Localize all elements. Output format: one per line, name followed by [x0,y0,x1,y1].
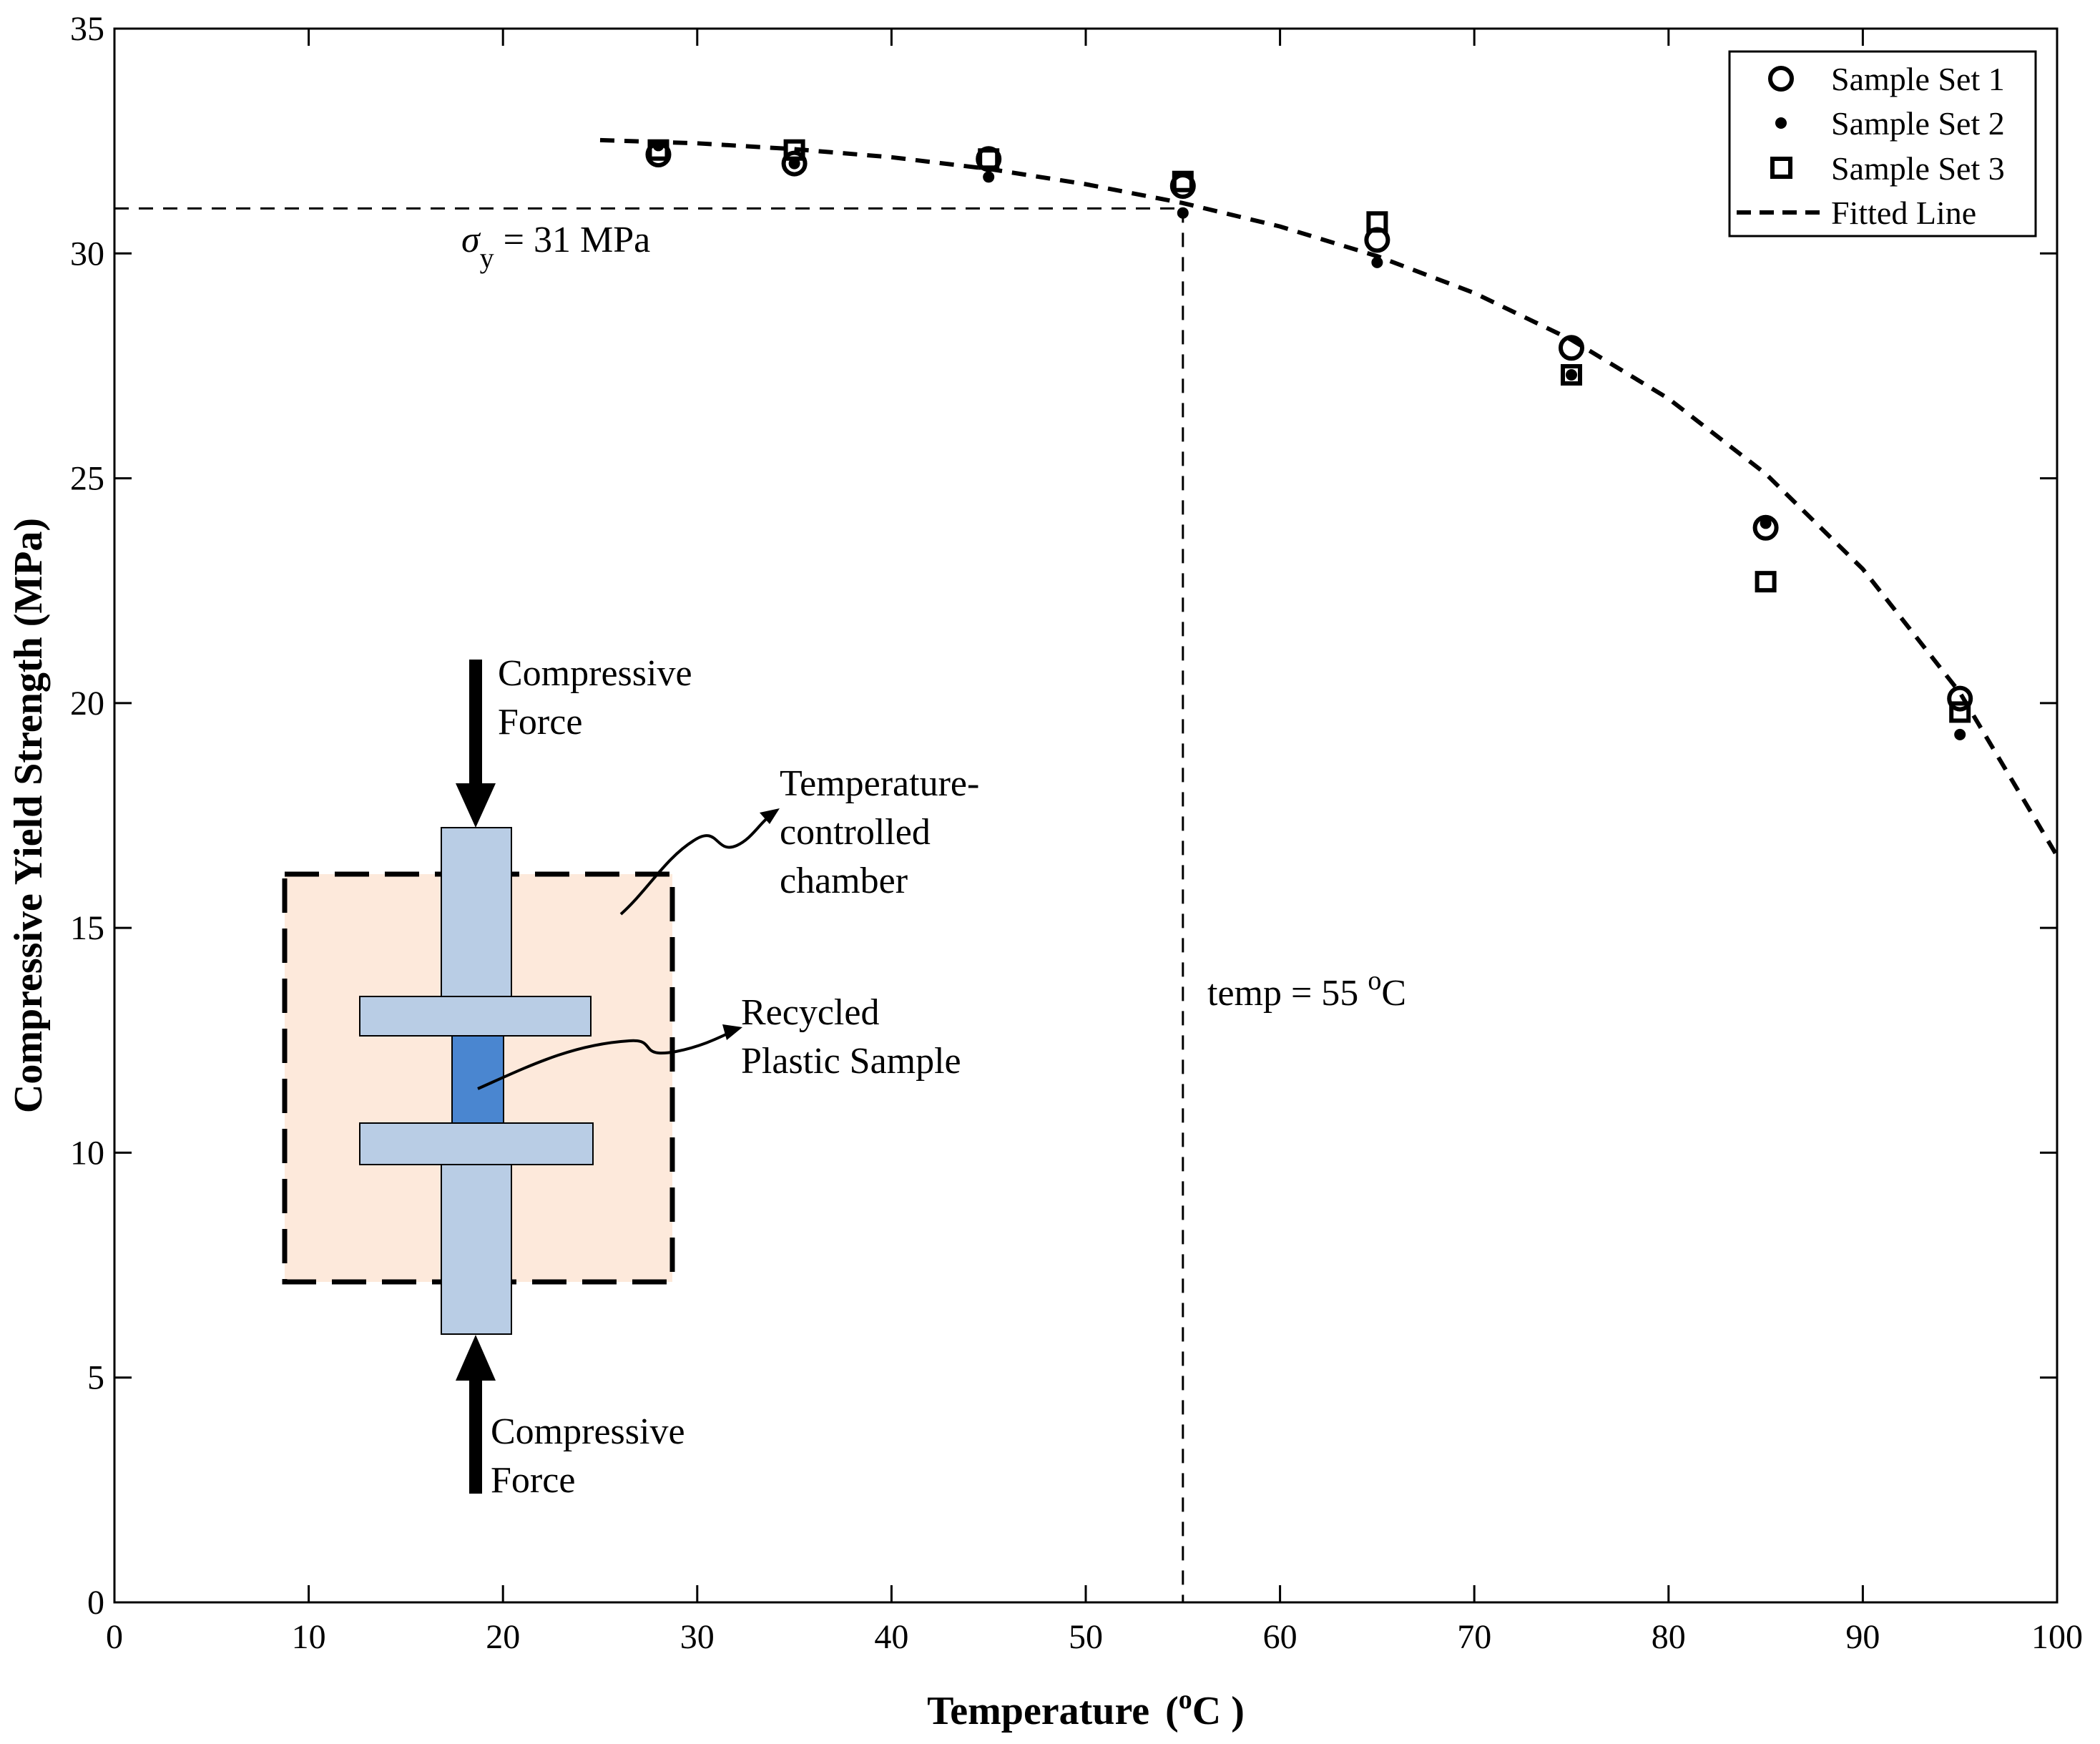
legend-marker-set1 [1768,66,1794,92]
set3-point [978,148,1000,170]
temp-text: temp = 55 [1207,973,1368,1014]
set3-point [647,139,669,161]
set3-point [1755,571,1777,593]
set2-point [1954,728,1966,740]
chamber-leader-line [619,813,774,916]
bottom-force-label-line1: Compressive [491,1411,685,1452]
x-axis-ticks: 0 10 20 30 40 50 60 70 80 90 100 [106,29,2083,1656]
top-force-label-line1: Compressive [498,653,692,694]
sample-label-line1: Recycled [741,992,879,1033]
test-setup-diagram: Compressive Force Compressive Force Temp… [282,653,979,1501]
top-force-arrowhead [456,783,496,828]
set1-point [781,150,808,177]
set3-point [1172,170,1194,192]
yield-symbol: σ [461,220,481,260]
y-tick-label: 20 [70,685,104,722]
x-tick-label: 90 [1845,1618,1880,1656]
x-axis-title-paren-open: ( [1165,1689,1179,1733]
set2-point [1566,369,1577,381]
legend-marker-set3 [1770,157,1792,179]
legend: Sample Set 1 Sample Set 2 Sample Set 3 F… [1728,50,2037,237]
x-tick-label: 50 [1069,1618,1103,1656]
x-tick-label: 0 [106,1618,123,1656]
lower-platen-stem [441,1164,512,1335]
lower-platen-plate [359,1122,594,1165]
legend-marker-set2 [1775,117,1787,129]
x-axis-title-text: Temperature [927,1689,1149,1733]
chamber-label-line1: Temperature- [780,763,979,804]
sample-label-line2: Plastic Sample [741,1041,961,1082]
plot-area-frame [113,27,2059,1604]
temperature-label: temp = 55 oC [1207,966,1406,1014]
y-axis-ticks: 0 5 10 15 20 25 30 35 [70,10,2057,1622]
yield-subscript: y [480,242,494,274]
fitted-line [599,137,2059,858]
recycled-plastic-sample [451,1035,504,1124]
bottom-force-label-line2: Force [491,1460,575,1501]
bottom-force-arrowhead [456,1335,496,1381]
legend-label-set2: Sample Set 2 [1831,105,2005,142]
x-tick-label: 30 [680,1618,715,1656]
set3-point [783,139,805,161]
set1-point [1752,514,1779,541]
yield-value-text: = 31 MPa [494,220,651,260]
set3-point [1949,701,1971,723]
x-axis-title: Temperature (oC) [927,1685,1245,1733]
x-tick-label: 40 [874,1618,908,1656]
legend-label-set3: Sample Set 3 [1831,150,2005,187]
set1-point [1559,335,1584,361]
data-markers [645,139,1973,740]
x-tick-label: 80 [1652,1618,1686,1656]
legend-box [1728,50,2037,237]
set2-point [983,171,995,183]
y-tick-label: 10 [70,1134,104,1172]
x-tick-label: 70 [1457,1618,1491,1656]
y-tick-label: 35 [70,10,104,48]
set1-point [1947,685,1973,712]
set2-point [1760,517,1772,529]
set2-point [1177,207,1189,219]
top-force-label-line2: Force [498,702,582,743]
chamber-label-line3: chamber [780,861,908,901]
y-axis-title: Compressive Yield Strength (MPa) [6,518,51,1113]
temp-unit: C [1381,973,1406,1014]
y-tick-label: 5 [87,1359,104,1397]
sample-leader-line [477,1029,736,1090]
y-tick-label: 0 [87,1584,104,1622]
chamber-leader-arrowhead [760,808,780,824]
legend-label-fitted: Fitted Line [1831,195,1976,231]
x-tick-label: 20 [486,1618,520,1656]
x-axis-title-unit: C [1192,1689,1221,1733]
y-tick-label: 25 [70,460,104,498]
upper-platen-plate [359,996,592,1037]
set2-point [1371,256,1383,268]
sample-leader-arrowhead [722,1024,742,1040]
set3-point [1366,211,1388,233]
upper-platen-stem [441,827,512,997]
x-tick-label: 60 [1263,1618,1297,1656]
x-axis-title-paren-close: ) [1231,1689,1245,1733]
x-axis-title-unit-sup: o [1179,1685,1192,1715]
y-tick-label: 30 [70,235,104,273]
x-tick-label: 10 [292,1618,326,1656]
yield-strength-label: σy = 31 MPa [461,220,650,274]
y-tick-label: 15 [70,909,104,947]
x-tick-label: 100 [2031,1618,2083,1656]
chamber-label-line2: controlled [780,812,931,853]
legend-label-set1: Sample Set 1 [1831,61,2005,97]
set3-point [1561,364,1582,386]
temp-sup: o [1368,966,1381,996]
